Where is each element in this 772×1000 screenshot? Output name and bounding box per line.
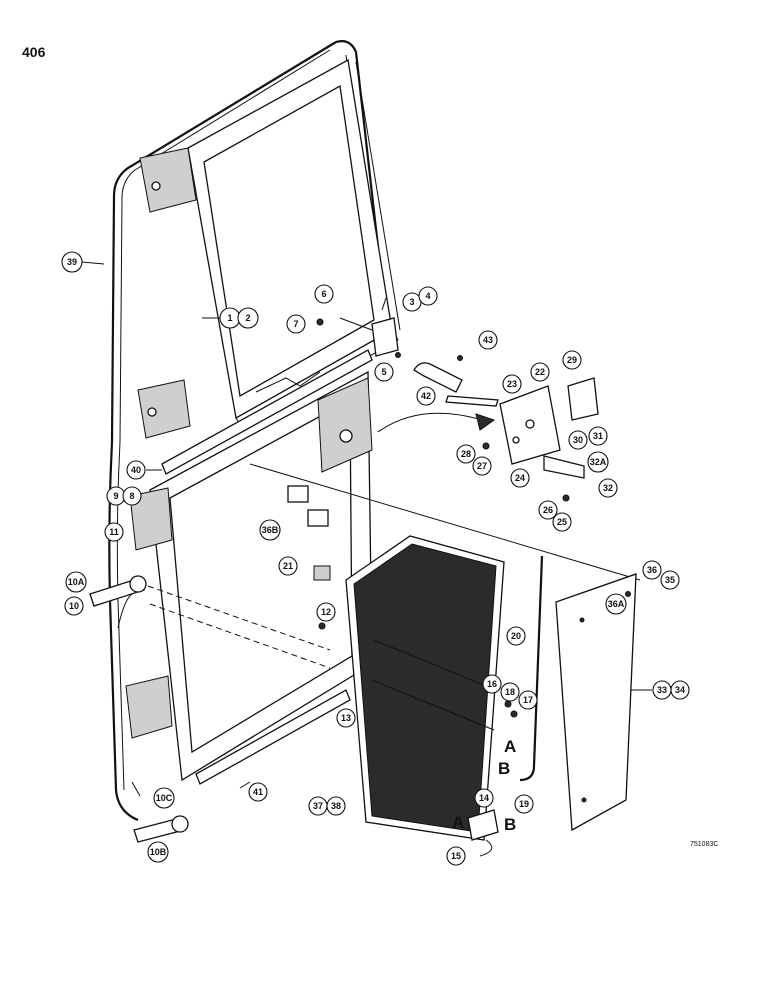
callout-37: 37 [313, 801, 323, 811]
callout-10a: 10A [68, 577, 85, 587]
callout-6: 6 [321, 289, 326, 299]
section-letter-b-lower: B [504, 815, 516, 834]
door-hinge [316, 297, 401, 358]
callout-40: 40 [131, 465, 141, 475]
callout-2: 2 [245, 313, 250, 323]
page-number: 406 [22, 44, 46, 60]
lower-door-frame [125, 370, 641, 782]
callout-33: 33 [657, 685, 667, 695]
callout-17: 17 [523, 695, 533, 705]
callout-11: 11 [109, 527, 119, 537]
callout-10b: 10B [150, 847, 167, 857]
callout-10: 10 [69, 601, 79, 611]
callout-13: 13 [341, 713, 351, 723]
callout-26: 26 [543, 505, 553, 515]
callout-21: 21 [283, 561, 293, 571]
callout-15: 15 [451, 851, 461, 861]
callout-38: 38 [331, 801, 341, 811]
callout-34: 34 [675, 685, 685, 695]
glass-run-channel [161, 349, 373, 785]
callout-36: 36 [647, 565, 657, 575]
wire-part [479, 839, 493, 857]
callout-1: 1 [227, 313, 232, 323]
section-letter-a: A [504, 737, 516, 756]
callout-29: 29 [567, 355, 577, 365]
screw-part [510, 710, 518, 718]
callout-10c: 10C [156, 793, 173, 803]
door-latch-assembly [377, 355, 599, 502]
callout-35: 35 [665, 575, 675, 585]
screw-part [318, 622, 326, 630]
callout-39: 39 [67, 257, 77, 267]
callout-36b: 36B [262, 525, 279, 535]
section-markers: A B A B [452, 737, 516, 834]
drawing-code: 751083C [690, 841, 718, 848]
bracket-part [287, 485, 309, 503]
callout-18: 18 [505, 687, 515, 697]
callout-20: 20 [511, 631, 521, 641]
callout-19: 19 [519, 799, 529, 809]
callout-28: 28 [461, 449, 471, 459]
callout-16: 16 [487, 679, 497, 689]
trim-panel [555, 573, 637, 832]
callout-22: 22 [535, 367, 545, 377]
callout-36a: 36A [608, 599, 625, 609]
callout-24: 24 [515, 473, 525, 483]
callout-7: 7 [293, 319, 298, 329]
callout-12: 12 [321, 607, 331, 617]
section-letter-b: B [498, 759, 510, 778]
door-panel [345, 535, 505, 841]
callout-4: 4 [425, 291, 430, 301]
callout-labels: 39 1 2 6 7 3 4 5 43 42 23 22 29 [61, 251, 690, 866]
callout-5: 5 [381, 367, 386, 377]
bracket-part [307, 509, 329, 527]
spacer-block [313, 565, 331, 581]
callout-31: 31 [593, 431, 603, 441]
section-letter-a-lower: A [452, 813, 464, 832]
callout-32: 32 [603, 483, 613, 493]
callout-3: 3 [409, 297, 414, 307]
callout-27: 27 [477, 461, 487, 471]
callout-14: 14 [479, 793, 489, 803]
callout-23: 23 [507, 379, 517, 389]
callout-43: 43 [483, 335, 493, 345]
rod-part [519, 555, 544, 782]
callout-41: 41 [253, 787, 263, 797]
callout-30: 30 [573, 435, 583, 445]
callout-32a: 32A [590, 457, 607, 467]
hinge-pin-assembly [89, 575, 331, 843]
catch-part [467, 809, 499, 841]
callout-25: 25 [557, 517, 567, 527]
screw-part [504, 700, 512, 708]
callout-42: 42 [421, 391, 431, 401]
callout-9: 9 [113, 491, 118, 501]
callout-8: 8 [129, 491, 134, 501]
